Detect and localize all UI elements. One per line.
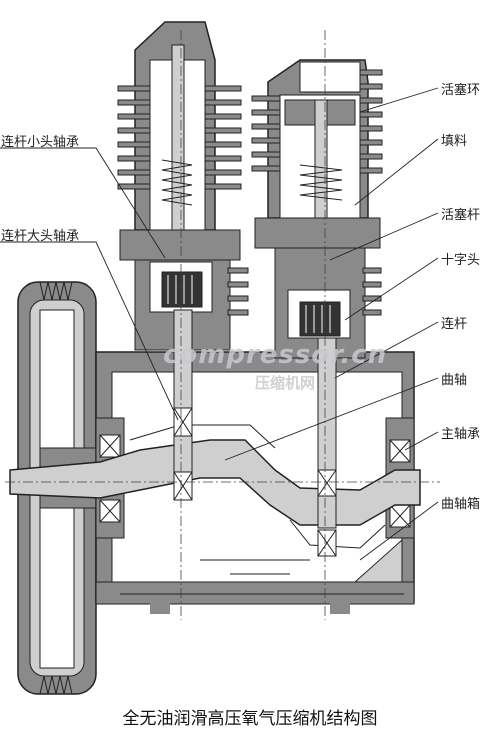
right-cylinder bbox=[251, 59, 383, 557]
label-piston-rod: 活塞杆 bbox=[441, 208, 481, 223]
label-small-end-bearing: 连杆小头轴承 bbox=[1, 135, 80, 150]
label-big-end-bearing: 连杆大头轴承 bbox=[1, 229, 80, 244]
label-piston-ring: 活塞环 bbox=[441, 83, 481, 98]
label-crankcase: 曲轴箱 bbox=[441, 497, 481, 512]
centerlines bbox=[5, 30, 440, 620]
watermark-brand: compressor.cn bbox=[163, 340, 388, 370]
label-crankshaft: 曲轴 bbox=[441, 373, 468, 388]
label-main-bearing: 主轴承 bbox=[441, 427, 481, 442]
figure-caption: 全无油润滑高压氧气压缩机结构图 bbox=[122, 709, 378, 729]
label-crosshead: 十字头 bbox=[441, 253, 481, 268]
label-connecting-rod: 连杆 bbox=[441, 317, 468, 332]
watermark-cn: 压缩机网 bbox=[255, 374, 316, 392]
label-packing: 填料 bbox=[441, 134, 468, 149]
left-cylinder bbox=[117, 21, 249, 501]
leader-lines bbox=[0, 87, 439, 561]
